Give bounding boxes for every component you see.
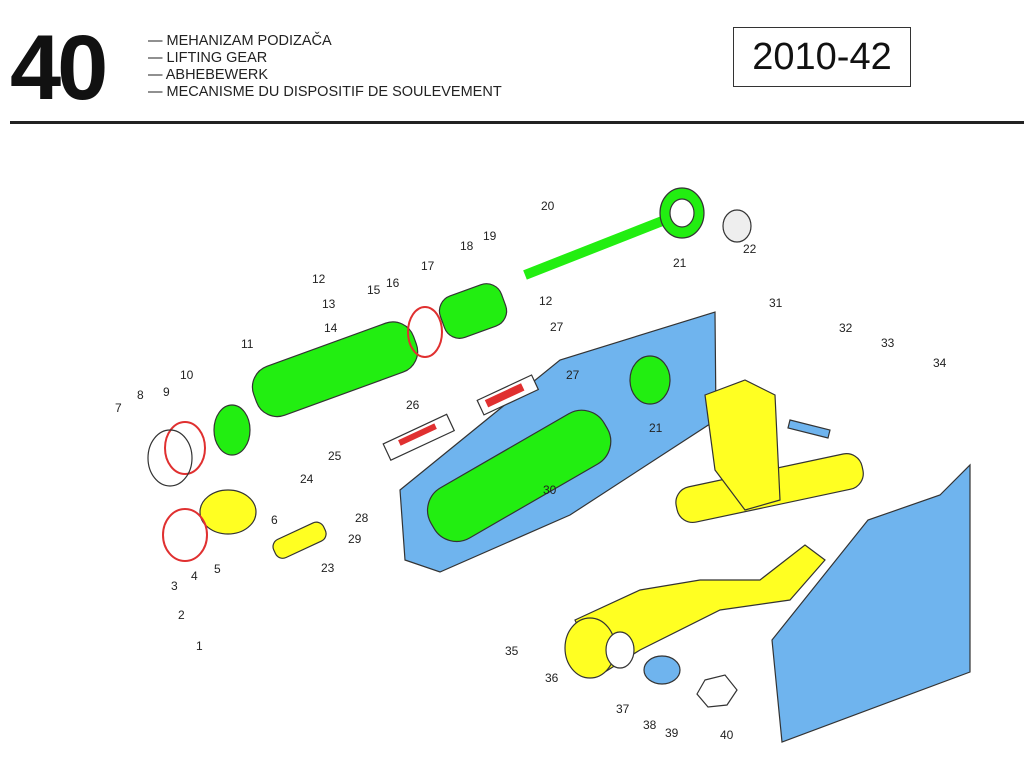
callout-labels: 1 2 3 4 5 6 7 8 9 10 11 12 13 14 15 16 1…	[115, 199, 947, 742]
piston-rod-20	[523, 213, 672, 280]
callout: 31	[769, 296, 783, 310]
callout: 16	[386, 276, 400, 290]
callout: 27	[550, 320, 564, 334]
callout: 23	[321, 561, 335, 575]
piston-6	[199, 489, 257, 535]
cylinder-11	[251, 321, 419, 418]
callout: 2	[178, 608, 185, 622]
callout: 22	[743, 242, 757, 256]
callout: 7	[115, 401, 122, 415]
callout: 17	[421, 259, 435, 273]
callout: 24	[300, 472, 314, 486]
callout: 33	[881, 336, 895, 350]
bushing-22	[722, 209, 752, 243]
callout: 15	[367, 283, 381, 297]
cylinder-30-eye	[629, 355, 671, 405]
ring-7	[147, 429, 193, 487]
callout: 34	[933, 356, 947, 370]
lift-bracket-31	[704, 379, 781, 511]
callout: 11	[241, 337, 254, 351]
title-croatian: — MEHANIZAM PODIZAČA	[148, 33, 332, 49]
nut-39	[696, 674, 738, 708]
callout: 6	[271, 513, 278, 527]
callout: 5	[214, 562, 221, 576]
seal-5	[162, 508, 208, 562]
callout: 25	[328, 449, 342, 463]
callout: 29	[348, 532, 362, 546]
callout: 4	[191, 569, 198, 583]
title-english: — LIFTING GEAR	[148, 50, 268, 66]
callout: 26	[406, 398, 420, 412]
title-german: — ABHEBEWERK	[148, 67, 269, 83]
callout: 14	[324, 321, 338, 335]
side-panel	[771, 463, 971, 743]
callout: 32	[839, 321, 853, 335]
callout: 1	[196, 639, 203, 653]
callout: 20	[541, 199, 555, 213]
piston-17	[438, 283, 508, 339]
pin-33	[787, 419, 831, 439]
callout: 37	[616, 702, 630, 716]
washer-37	[643, 655, 681, 685]
callout: 27	[566, 368, 580, 382]
callout: 19	[483, 229, 497, 243]
callout: 35	[505, 644, 519, 658]
callout: 10	[180, 368, 194, 382]
callout: 13	[322, 297, 336, 311]
callout: 18	[460, 239, 474, 253]
callout: 21	[673, 256, 687, 270]
cylinder-30	[426, 409, 612, 543]
callout: 3	[171, 579, 178, 593]
callout: 21	[649, 421, 663, 435]
callout: 12	[539, 294, 553, 308]
header-divider	[10, 121, 1024, 124]
callout: 36	[545, 671, 559, 685]
section-titles: — MEHANIZAM PODIZAČA — LIFTING GEAR — AB…	[148, 33, 502, 101]
callout: 12	[312, 272, 326, 286]
callout: 38	[643, 718, 657, 732]
seal-8	[164, 421, 206, 475]
seal-15	[407, 306, 443, 358]
callout: 28	[355, 511, 369, 525]
callout: 40	[720, 728, 734, 742]
gland-10	[213, 404, 251, 456]
callout: 39	[665, 726, 679, 740]
drawing-code-box: 2010-42	[733, 27, 911, 87]
callout: 8	[137, 388, 144, 402]
title-french: — MECANISME DU DISPOSITIF DE SOULEVEMENT	[148, 84, 502, 100]
fitting-23	[272, 521, 327, 559]
callout: 30	[543, 483, 557, 497]
section-number: 40	[10, 17, 108, 119]
callout: 9	[163, 385, 170, 399]
